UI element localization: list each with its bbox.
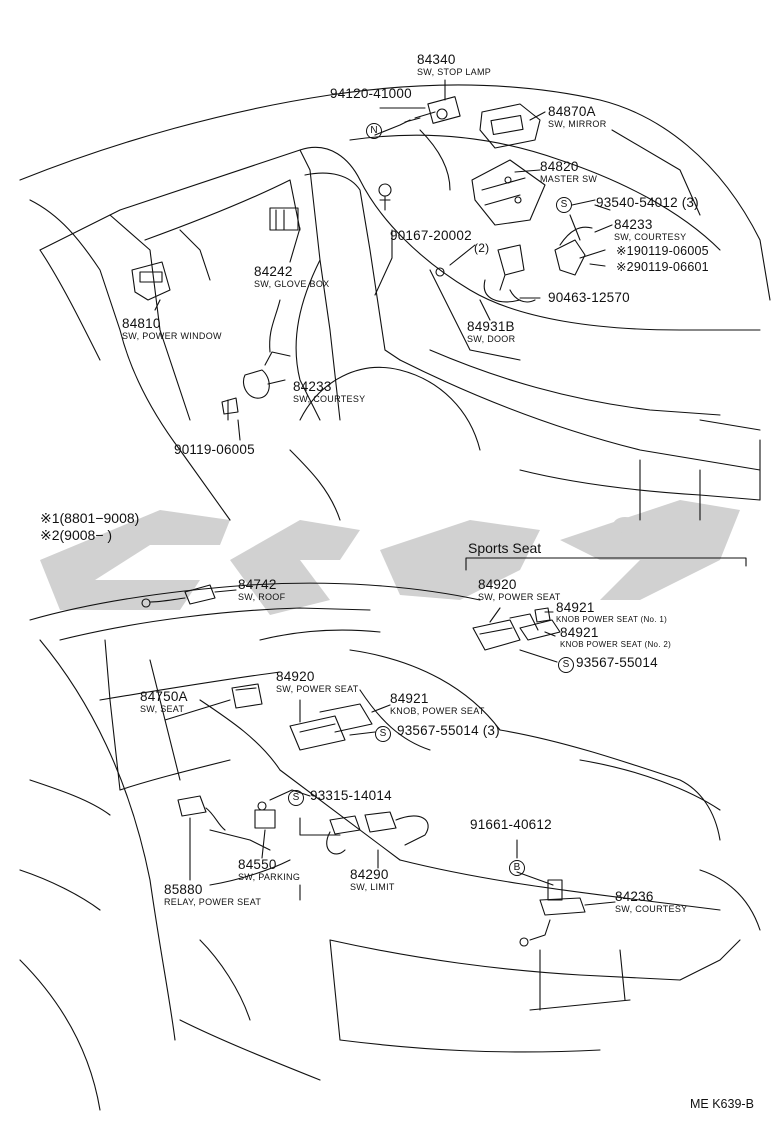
part-description: SW, COURTESY — [615, 903, 688, 914]
label-84921-lower: 84921 KNOB, POWER SEAT — [390, 692, 485, 716]
s-symbol-icon: S — [375, 726, 391, 742]
s-symbol-marker-sports: S — [558, 655, 574, 673]
label-93540-54012: 93540-54012 (3) — [596, 195, 699, 210]
label-84931b: 84931B SW, DOOR — [467, 320, 515, 344]
label-84550: 84550 SW, PARKING — [238, 858, 300, 882]
part-number: 84920 — [276, 669, 315, 684]
part-number: 84750A — [140, 689, 188, 704]
part-description: SW, PARKING — [238, 871, 301, 882]
part-number: 84340 — [417, 52, 456, 67]
upper-leaders — [154, 79, 701, 441]
label-84340: 84340 SW, STOP LAMP — [417, 53, 491, 77]
part-description: SW, STOP LAMP — [417, 66, 492, 77]
part-number: 84931B — [467, 319, 515, 334]
note-1: ※1(8801−9008) — [40, 510, 140, 526]
part-number: 84921 — [556, 600, 595, 615]
diagram-code: ME K639-B — [690, 1097, 754, 1111]
part-description: SW, POWER SEAT — [478, 591, 561, 602]
part-number: 84290 — [350, 867, 389, 882]
label-84742: 84742 SW, ROOF — [238, 578, 285, 602]
label-84810: 84810 SW, POWER WINDOW — [122, 317, 222, 341]
label-84750a: 84750A SW, SEAT — [140, 690, 188, 714]
label-84920-lower: 84920 SW, POWER SEAT — [276, 670, 359, 694]
label-84920-sports: 84920 SW, POWER SEAT — [478, 578, 561, 602]
part-description: RELAY, POWER SEAT — [164, 896, 262, 907]
part-description: KNOB, POWER SEAT — [390, 705, 485, 716]
lower-leaders — [164, 589, 616, 906]
label-91661-40612: 91661-40612 — [470, 817, 552, 832]
part-description: SW, COURTESY — [293, 393, 366, 404]
s-symbol-marker-lower-1: S — [375, 724, 391, 742]
n-symbol-icon: N — [366, 123, 382, 139]
label-85880: 85880 RELAY, POWER SEAT — [164, 883, 261, 907]
part-number: 84742 — [238, 577, 277, 592]
part-description: SW, GLOVE BOX — [254, 278, 330, 289]
part-description: KNOB POWER SEAT (No. 2) — [560, 639, 672, 649]
sports-seat-title: Sports Seat — [468, 540, 542, 556]
part-number: 85880 — [164, 882, 203, 897]
s-symbol-icon: S — [288, 790, 304, 806]
label-84233-lower: 84233 SW, COURTESY — [293, 380, 365, 404]
part-description: KNOB POWER SEAT (No. 1) — [556, 614, 668, 624]
label-84290: 84290 SW, LIMIT — [350, 868, 395, 892]
label-84242: 84242 SW, GLOVE BOX — [254, 265, 329, 289]
part-description: SW, LIMIT — [350, 881, 395, 892]
part-number: 84810 — [122, 316, 161, 331]
b-symbol-marker: B — [509, 858, 525, 876]
part-description: SW, ROOF — [238, 591, 286, 602]
part-number: 84233 — [614, 217, 653, 232]
b-symbol-icon: B — [509, 860, 525, 876]
part-number: 84550 — [238, 857, 277, 872]
label-90167-20002: 90167-20002 — [390, 228, 472, 243]
label-84921-no2: 84921 KNOB POWER SEAT (No. 2) — [560, 626, 671, 649]
lower-car-body — [19, 582, 761, 1111]
label-84921-no1: 84921 KNOB POWER SEAT (No. 1) — [556, 601, 667, 624]
part-description: SW, POWER WINDOW — [122, 330, 222, 341]
label-90119-06005: 90119-06005 — [174, 442, 255, 457]
s-symbol-marker-upper: S — [556, 195, 572, 213]
s-symbol-icon: S — [556, 197, 572, 213]
label-93315-14014: 93315-14014 — [310, 788, 392, 803]
sports-seat-parts — [465, 557, 747, 651]
part-description: SW, DOOR — [467, 333, 516, 344]
label-90167-qty: (2) — [474, 241, 490, 255]
s-symbol-marker-lower-2: S — [288, 788, 304, 806]
part-number: 84920 — [478, 577, 517, 592]
watermark-logo — [40, 500, 740, 615]
part-number: 84242 — [254, 264, 293, 279]
part-description: SW, SEAT — [140, 703, 185, 714]
label-290119-06601: ※290119-06601 — [616, 260, 709, 274]
part-number: 84870A — [548, 104, 596, 119]
label-84870a: 84870A SW, MIRROR — [548, 105, 607, 129]
label-90463-12570: 90463-12570 — [548, 290, 630, 305]
part-number: 84921 — [390, 691, 429, 706]
s-symbol-icon: S — [558, 657, 574, 673]
part-description: SW, POWER SEAT — [276, 683, 359, 694]
lower-parts — [141, 584, 586, 947]
note-2: ※2(9008− ) — [40, 527, 113, 543]
n-symbol-marker: N — [366, 121, 382, 139]
part-number: 84233 — [293, 379, 332, 394]
part-description: MASTER SW — [540, 173, 598, 184]
part-number: 84820 — [540, 159, 579, 174]
upper-car-body — [19, 84, 771, 521]
label-84820: 84820 MASTER SW — [540, 160, 597, 184]
label-84233-upper: 84233 SW, COURTESY — [614, 218, 686, 242]
label-84236: 84236 SW, COURTESY — [615, 890, 687, 914]
part-description: SW, MIRROR — [548, 118, 607, 129]
label-93567-55014-sports: 93567-55014 — [576, 655, 658, 670]
label-94120-41000: 94120-41000 — [330, 86, 412, 101]
label-190119-06005: ※190119-06005 — [616, 244, 709, 258]
upper-parts — [131, 96, 593, 421]
part-description: SW, COURTESY — [614, 231, 687, 242]
part-number: 84236 — [615, 889, 654, 904]
part-number: 84921 — [560, 625, 599, 640]
label-93567-55014-lower: 93567-55014 (3) — [397, 723, 500, 738]
